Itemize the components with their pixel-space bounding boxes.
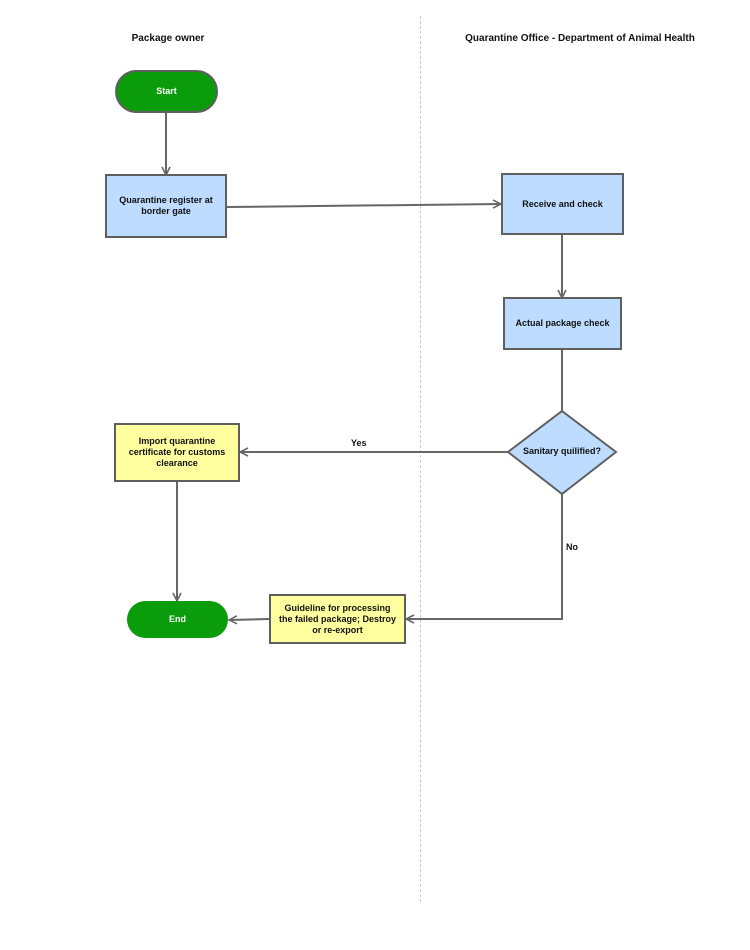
edge-decision-no xyxy=(406,494,563,619)
edge-label-yes: Yes xyxy=(351,438,367,448)
actual-check-node: Actual package check xyxy=(503,297,622,350)
receive-node: Receive and check xyxy=(501,173,624,235)
decision-diamond xyxy=(506,409,618,496)
register-node: Quarantine register at border gate xyxy=(105,174,227,238)
end-node: End xyxy=(127,601,228,638)
edge-register-to-receive xyxy=(226,204,501,207)
import-certificate-node: Import quarantine certificate for custom… xyxy=(114,423,240,482)
edge-guideline-to-end xyxy=(229,619,270,620)
decision-node-label: Sanitary quilified? xyxy=(522,446,601,456)
lane-title-quarantine-office: Quarantine Office - Department of Animal… xyxy=(465,33,695,44)
start-node: Start xyxy=(115,70,218,113)
lane-title-package-owner: Package owner xyxy=(131,33,205,44)
edge-label-no: No xyxy=(566,542,578,552)
lane-divider xyxy=(420,16,421,902)
guideline-node: Guideline for processing the failed pack… xyxy=(269,594,406,644)
